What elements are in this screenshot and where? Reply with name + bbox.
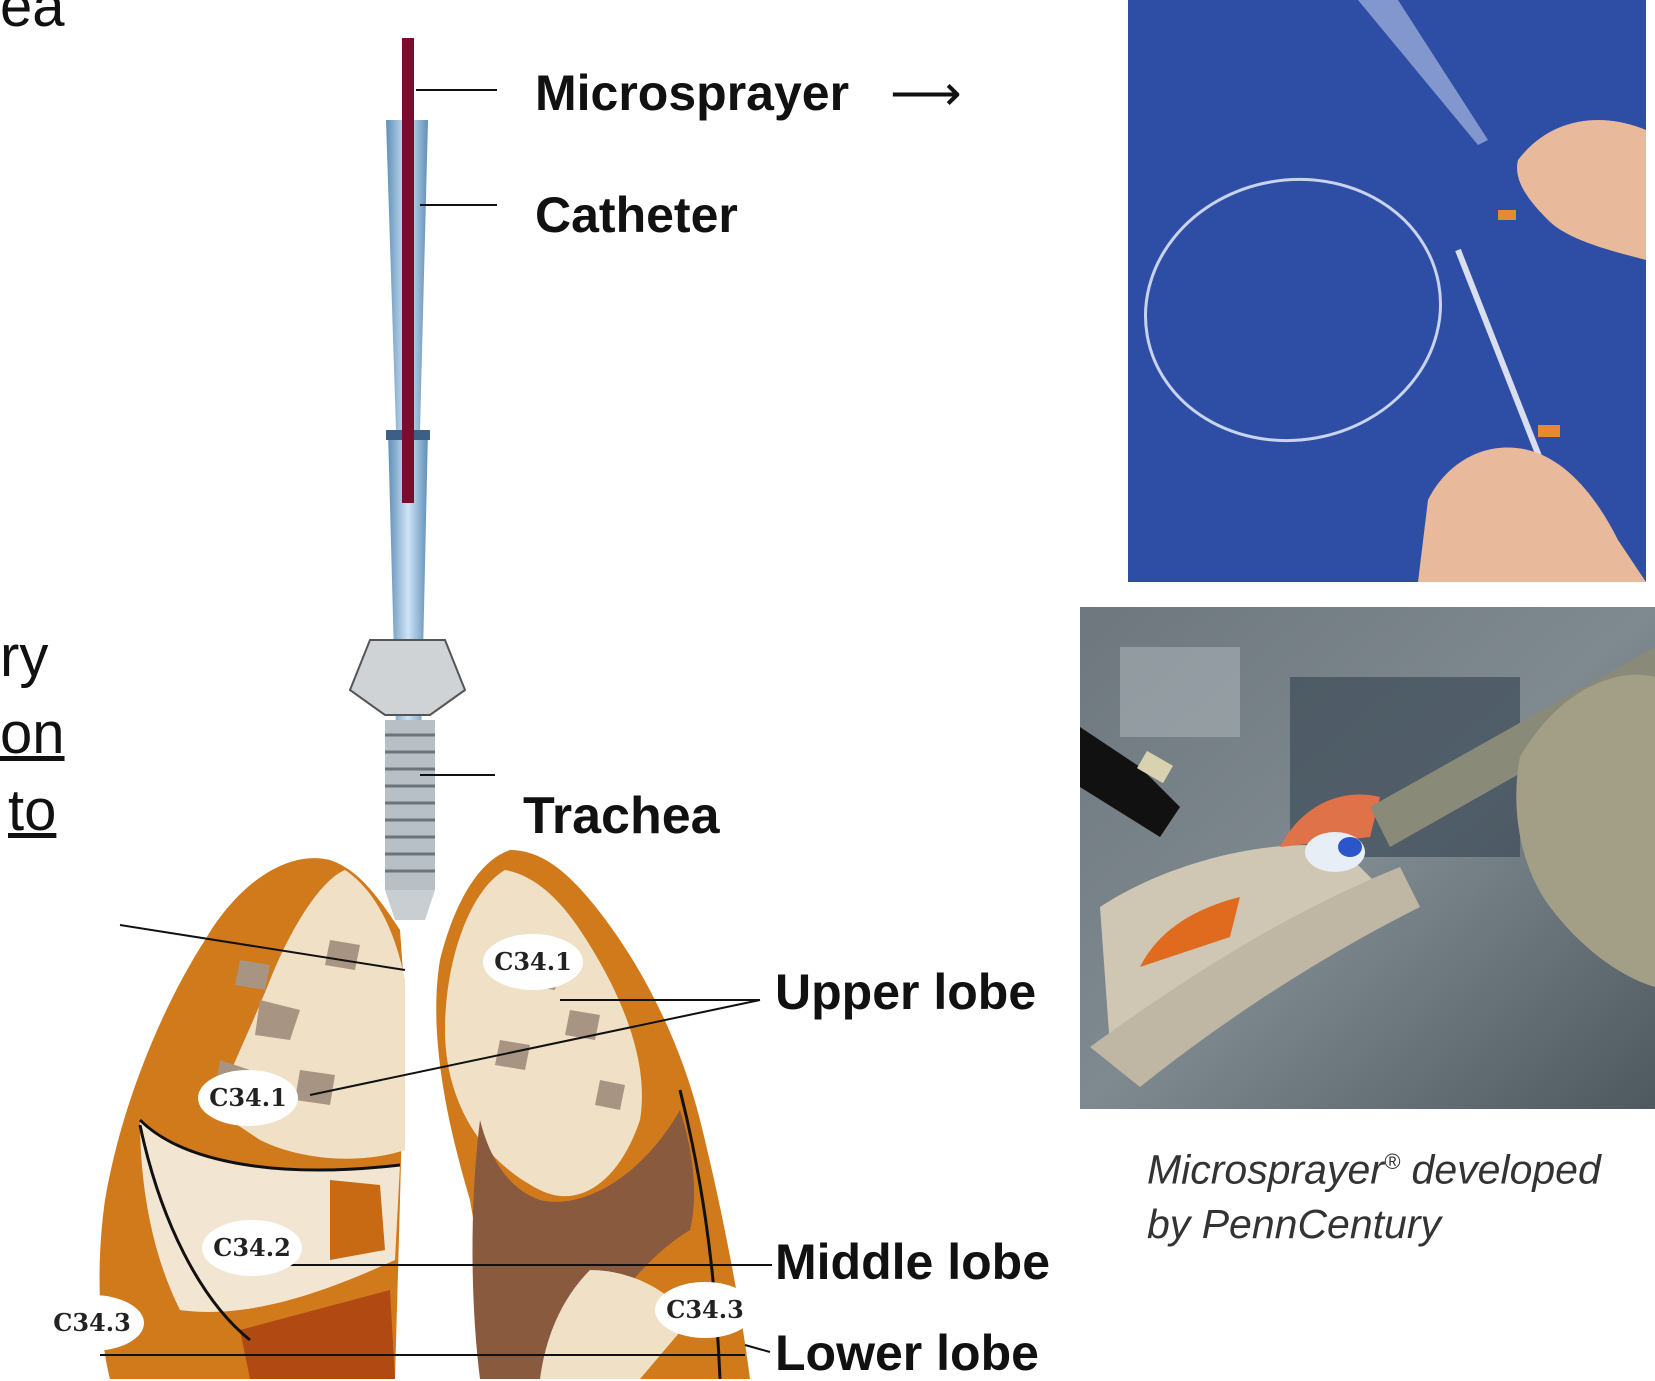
microsprayer-arrow-icon: ⟶ (890, 68, 962, 118)
label-microsprayer: Microsprayer (535, 68, 849, 118)
procedure-photo (1080, 607, 1655, 1109)
lobe-tag-right-lower: C34.3 (655, 1282, 755, 1338)
svg-text:C34.1: C34.1 (209, 1083, 287, 1112)
label-trachea: Trachea (523, 790, 720, 842)
larynx (350, 640, 465, 715)
svg-text:C34.3: C34.3 (53, 1308, 131, 1337)
lobe-tag-middle: C34.2 (202, 1220, 302, 1276)
lobe-tag-left-lower: C34.3 (40, 1295, 144, 1351)
caption-line2: by PennCentury (1147, 1201, 1441, 1247)
photo-caption: Microsprayer® developed by PennCentury (1147, 1135, 1601, 1251)
caption-line1-a: Microsprayer (1147, 1147, 1384, 1193)
svg-text:C34.2: C34.2 (213, 1233, 291, 1262)
label-lower-lobe: Lower lobe (775, 1328, 1039, 1378)
trachea-rings (385, 720, 435, 920)
microsprayer-rod (402, 38, 414, 503)
lobe-tag-right-upper: C34.1 (483, 934, 583, 990)
label-middle-lobe: Middle lobe (775, 1237, 1050, 1287)
caption-line1-b: developed (1400, 1147, 1601, 1193)
lobe-tag-left-upper: C34.1 (198, 1070, 298, 1126)
label-upper-lobe: Upper lobe (775, 967, 1036, 1017)
svg-text:C34.3: C34.3 (666, 1295, 744, 1324)
microsprayer-photo (1128, 0, 1646, 582)
svg-text:C34.1: C34.1 (494, 947, 572, 976)
registered-mark: ® (1384, 1149, 1400, 1174)
label-catheter: Catheter (535, 190, 738, 240)
